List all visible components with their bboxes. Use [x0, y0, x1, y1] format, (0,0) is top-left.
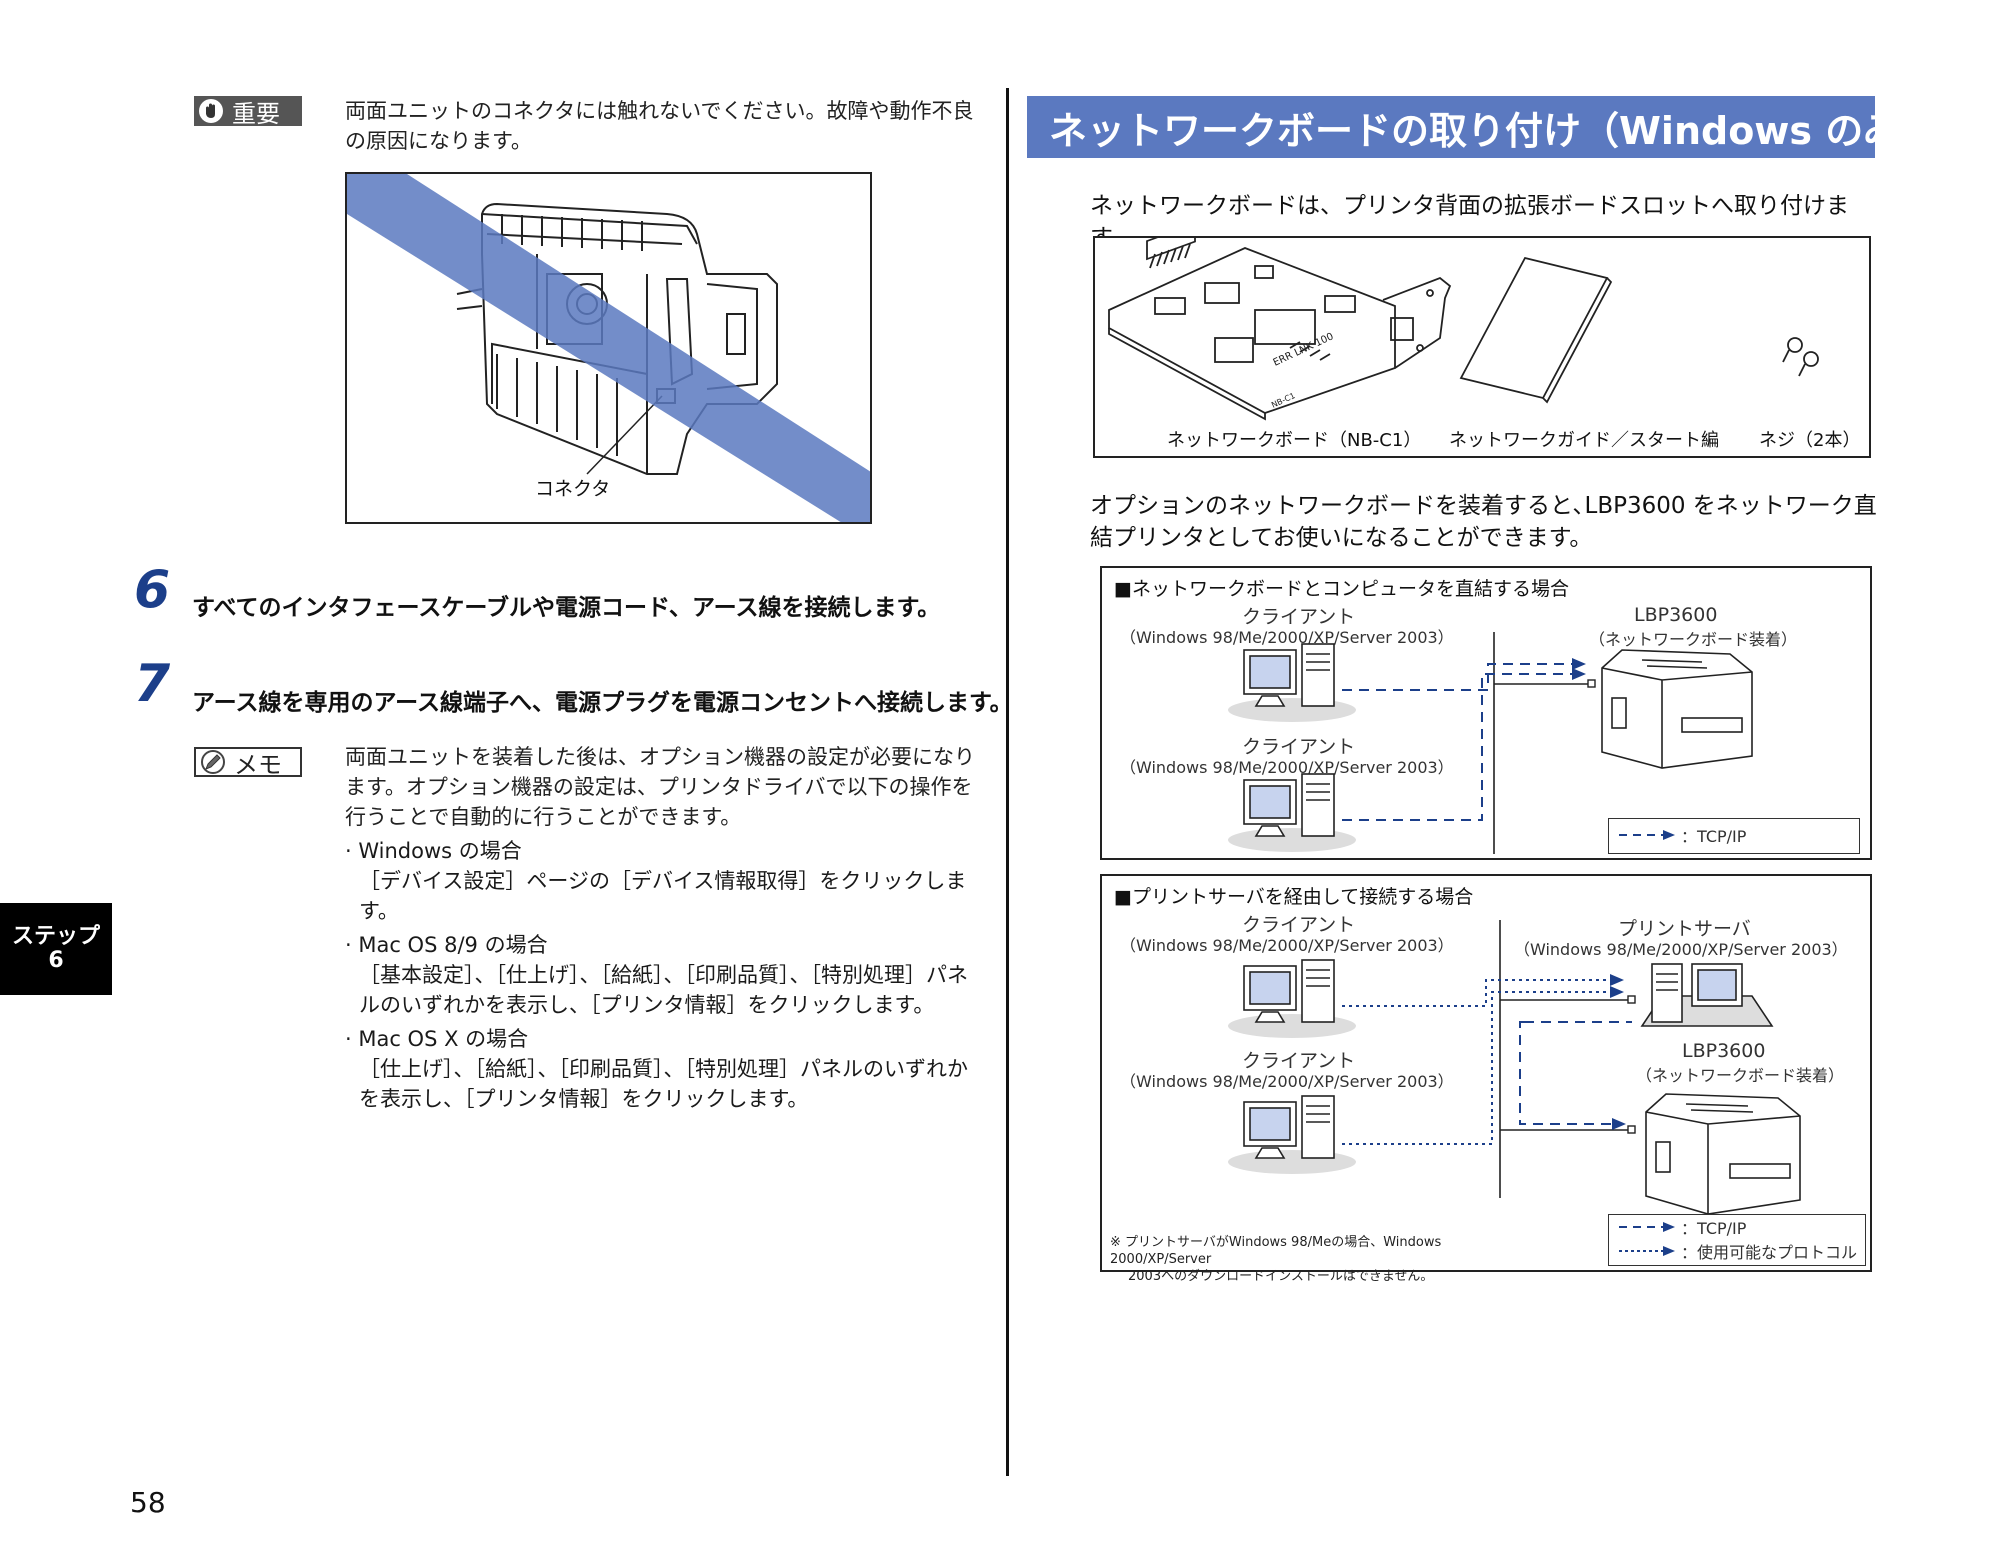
step-text-7: アース線を専用のアース線端子へ、電源プラグを電源コンセントへ接続します。 [192, 690, 1013, 716]
bullet-head-macx: · Mac OS X の場合 [345, 1027, 529, 1051]
package-contents-figure: ERR LNK 100 NB-C1 ネットワークボード（NB-C1） ネットワー… [1093, 222, 1871, 458]
option-text: オプションのネットワークボードを装着すると､LBP3600 をネットワーク直結プ… [1090, 493, 1877, 551]
diagram1-client2-os: （Windows 98/Me/2000/XP/Server 2003） [1120, 758, 1454, 777]
list-item: · Windows の場合 ［デバイス設定］ページの［デバイス情報取得］をクリッ… [345, 836, 985, 926]
screw-caption: ネジ（2本） [1759, 430, 1861, 451]
page-number: 58 [130, 1486, 166, 1519]
diagram2-printer-label: LBP3600 [1682, 1040, 1766, 1062]
printer-icon [1645, 1093, 1801, 1215]
diagram2-client2-label: クライアント [1242, 1050, 1356, 1072]
client-pc-icon [1228, 959, 1356, 1038]
diagram2-printer-note: （ネットワークボード装着） [1636, 1066, 1845, 1085]
step-tab: ステップ 6 [0, 903, 112, 995]
legend-protocol: ：使用可能なプロトコル [1681, 1243, 1858, 1262]
diagram2-title: ■プリントサーバを経由して接続する場合 [1114, 886, 1474, 908]
diagram1-client1-label: クライアント [1242, 606, 1356, 628]
bullet-head-windows: · Windows の場合 [345, 839, 522, 863]
diagram1-printer-note: （ネットワークボード装着） [1589, 630, 1798, 649]
dashed-arrow-icon [1619, 1222, 1675, 1232]
connector-caption: コネクタ [535, 478, 611, 500]
footnote-line-1: ※ プリントサーバがWindows 98/Meの場合、Windows 2000/… [1110, 1235, 1442, 1267]
step-tab-label: ステップ [11, 924, 100, 949]
diagram2-footnote: ※ プリントサーバがWindows 98/Meの場合、Windows 2000/… [1110, 1234, 1510, 1285]
client-pc-icon [1228, 643, 1356, 722]
pencil-icon [201, 750, 225, 774]
footnote-line-2: 2003へのダウンロードインストールはできません。 [1128, 1269, 1434, 1284]
printer-connector-illustration [347, 174, 870, 522]
package-items-illustration: ERR LNK 100 NB-C1 [1108, 222, 1819, 421]
section-title: ネットワークボードの取り付け（Windows のみ） [1027, 96, 1939, 158]
printer-icon [1601, 649, 1753, 769]
step-number-7: 7 [134, 654, 171, 714]
bullet-desc-macx: ［仕上げ］、［給紙］、［印刷品質］、［特別処理］パネルのいずれかを表示し、［プリ… [359, 1057, 968, 1111]
board-caption: ネットワークボード（NB-C1） [1167, 430, 1422, 451]
board-led-labels: ERR LNK 100 [1272, 331, 1336, 369]
direct-connection-diagram: ■ネットワークボードとコンピュータを直結する場合 クライアント （Windows… [1100, 566, 1872, 860]
memo-label: メモ [234, 750, 282, 779]
guide-caption: ネットワークガイド／スタート編 [1449, 430, 1719, 451]
column-divider [1006, 88, 1009, 1476]
step-number-6: 6 [134, 560, 171, 620]
legend-tcp: ：TCP/IP [1681, 827, 1747, 846]
dotted-arrow-icon [1619, 1246, 1675, 1256]
important-badge: 重要 [194, 96, 302, 128]
diagram1-printer-label: LBP3600 [1634, 604, 1718, 626]
client-pc-icon [1228, 1095, 1356, 1174]
print-server-icon [1640, 963, 1774, 1027]
diagram2-client1-os: （Windows 98/Me/2000/XP/Server 2003） [1120, 936, 1454, 955]
step-tab-number: 6 [48, 948, 64, 973]
list-item: · Mac OS X の場合 ［仕上げ］、［給紙］、［印刷品質］、［特別処理］パ… [345, 1024, 985, 1114]
diagram2-client2-os: （Windows 98/Me/2000/XP/Server 2003） [1120, 1072, 1454, 1091]
diagram1-client2-label: クライアント [1242, 736, 1356, 758]
diagram1-network-lines [1228, 632, 1753, 854]
hand-stop-icon [199, 99, 223, 123]
bullet-desc-windows: ［デバイス設定］ページの［デバイス情報取得］をクリックします。 [359, 869, 967, 923]
step-text-6: すべてのインタフェースケーブルや電源コード、アース線を接続します。 [192, 595, 941, 621]
legend-tcp: ：TCP/IP [1681, 1219, 1747, 1238]
diagram2-network-lines [1228, 920, 1801, 1215]
client-pc-icon [1228, 773, 1356, 852]
memo-badge: メモ [194, 747, 302, 779]
important-label: 重要 [232, 99, 280, 128]
memo-text: 両面ユニットを装着した後は、オプション機器の設定が必要になります。オプション機器… [345, 745, 975, 829]
bullet-desc-mac89: ［基本設定］、［仕上げ］、［給紙］、［印刷品質］、［特別処理］パネルのいずれかを… [359, 963, 968, 1017]
diagram2-server-label: プリントサーバ [1618, 918, 1751, 940]
bullet-head-mac89: · Mac OS 8/9 の場合 [345, 933, 548, 957]
diagram1-legend: ：TCP/IP [1608, 818, 1860, 854]
diagram2-client1-label: クライアント [1242, 914, 1356, 936]
diagram2-server-os: （Windows 98/Me/2000/XP/Server 2003） [1514, 940, 1848, 959]
diagram1-client1-os: （Windows 98/Me/2000/XP/Server 2003） [1120, 628, 1454, 647]
duplex-unit-figure: コネクタ [345, 172, 872, 524]
memo-body: 両面ユニットを装着した後は、オプション機器の設定が必要になります。オプション機器… [345, 742, 985, 1114]
list-item: · Mac OS 8/9 の場合 ［基本設定］、［仕上げ］、［給紙］、［印刷品質… [345, 930, 985, 1020]
dashed-arrow-icon [1619, 830, 1675, 840]
important-text: 両面ユニットのコネクタには触れないでください。故障や動作不良の原因になります。 [345, 99, 974, 153]
diagram2-legend: ：TCP/IP ：使用可能なプロトコル [1608, 1214, 1866, 1266]
print-server-diagram: ■プリントサーバを経由して接続する場合 クライアント （Windows 98/M… [1100, 874, 1872, 1284]
diagram1-title: ■ネットワークボードとコンピュータを直結する場合 [1114, 578, 1569, 600]
